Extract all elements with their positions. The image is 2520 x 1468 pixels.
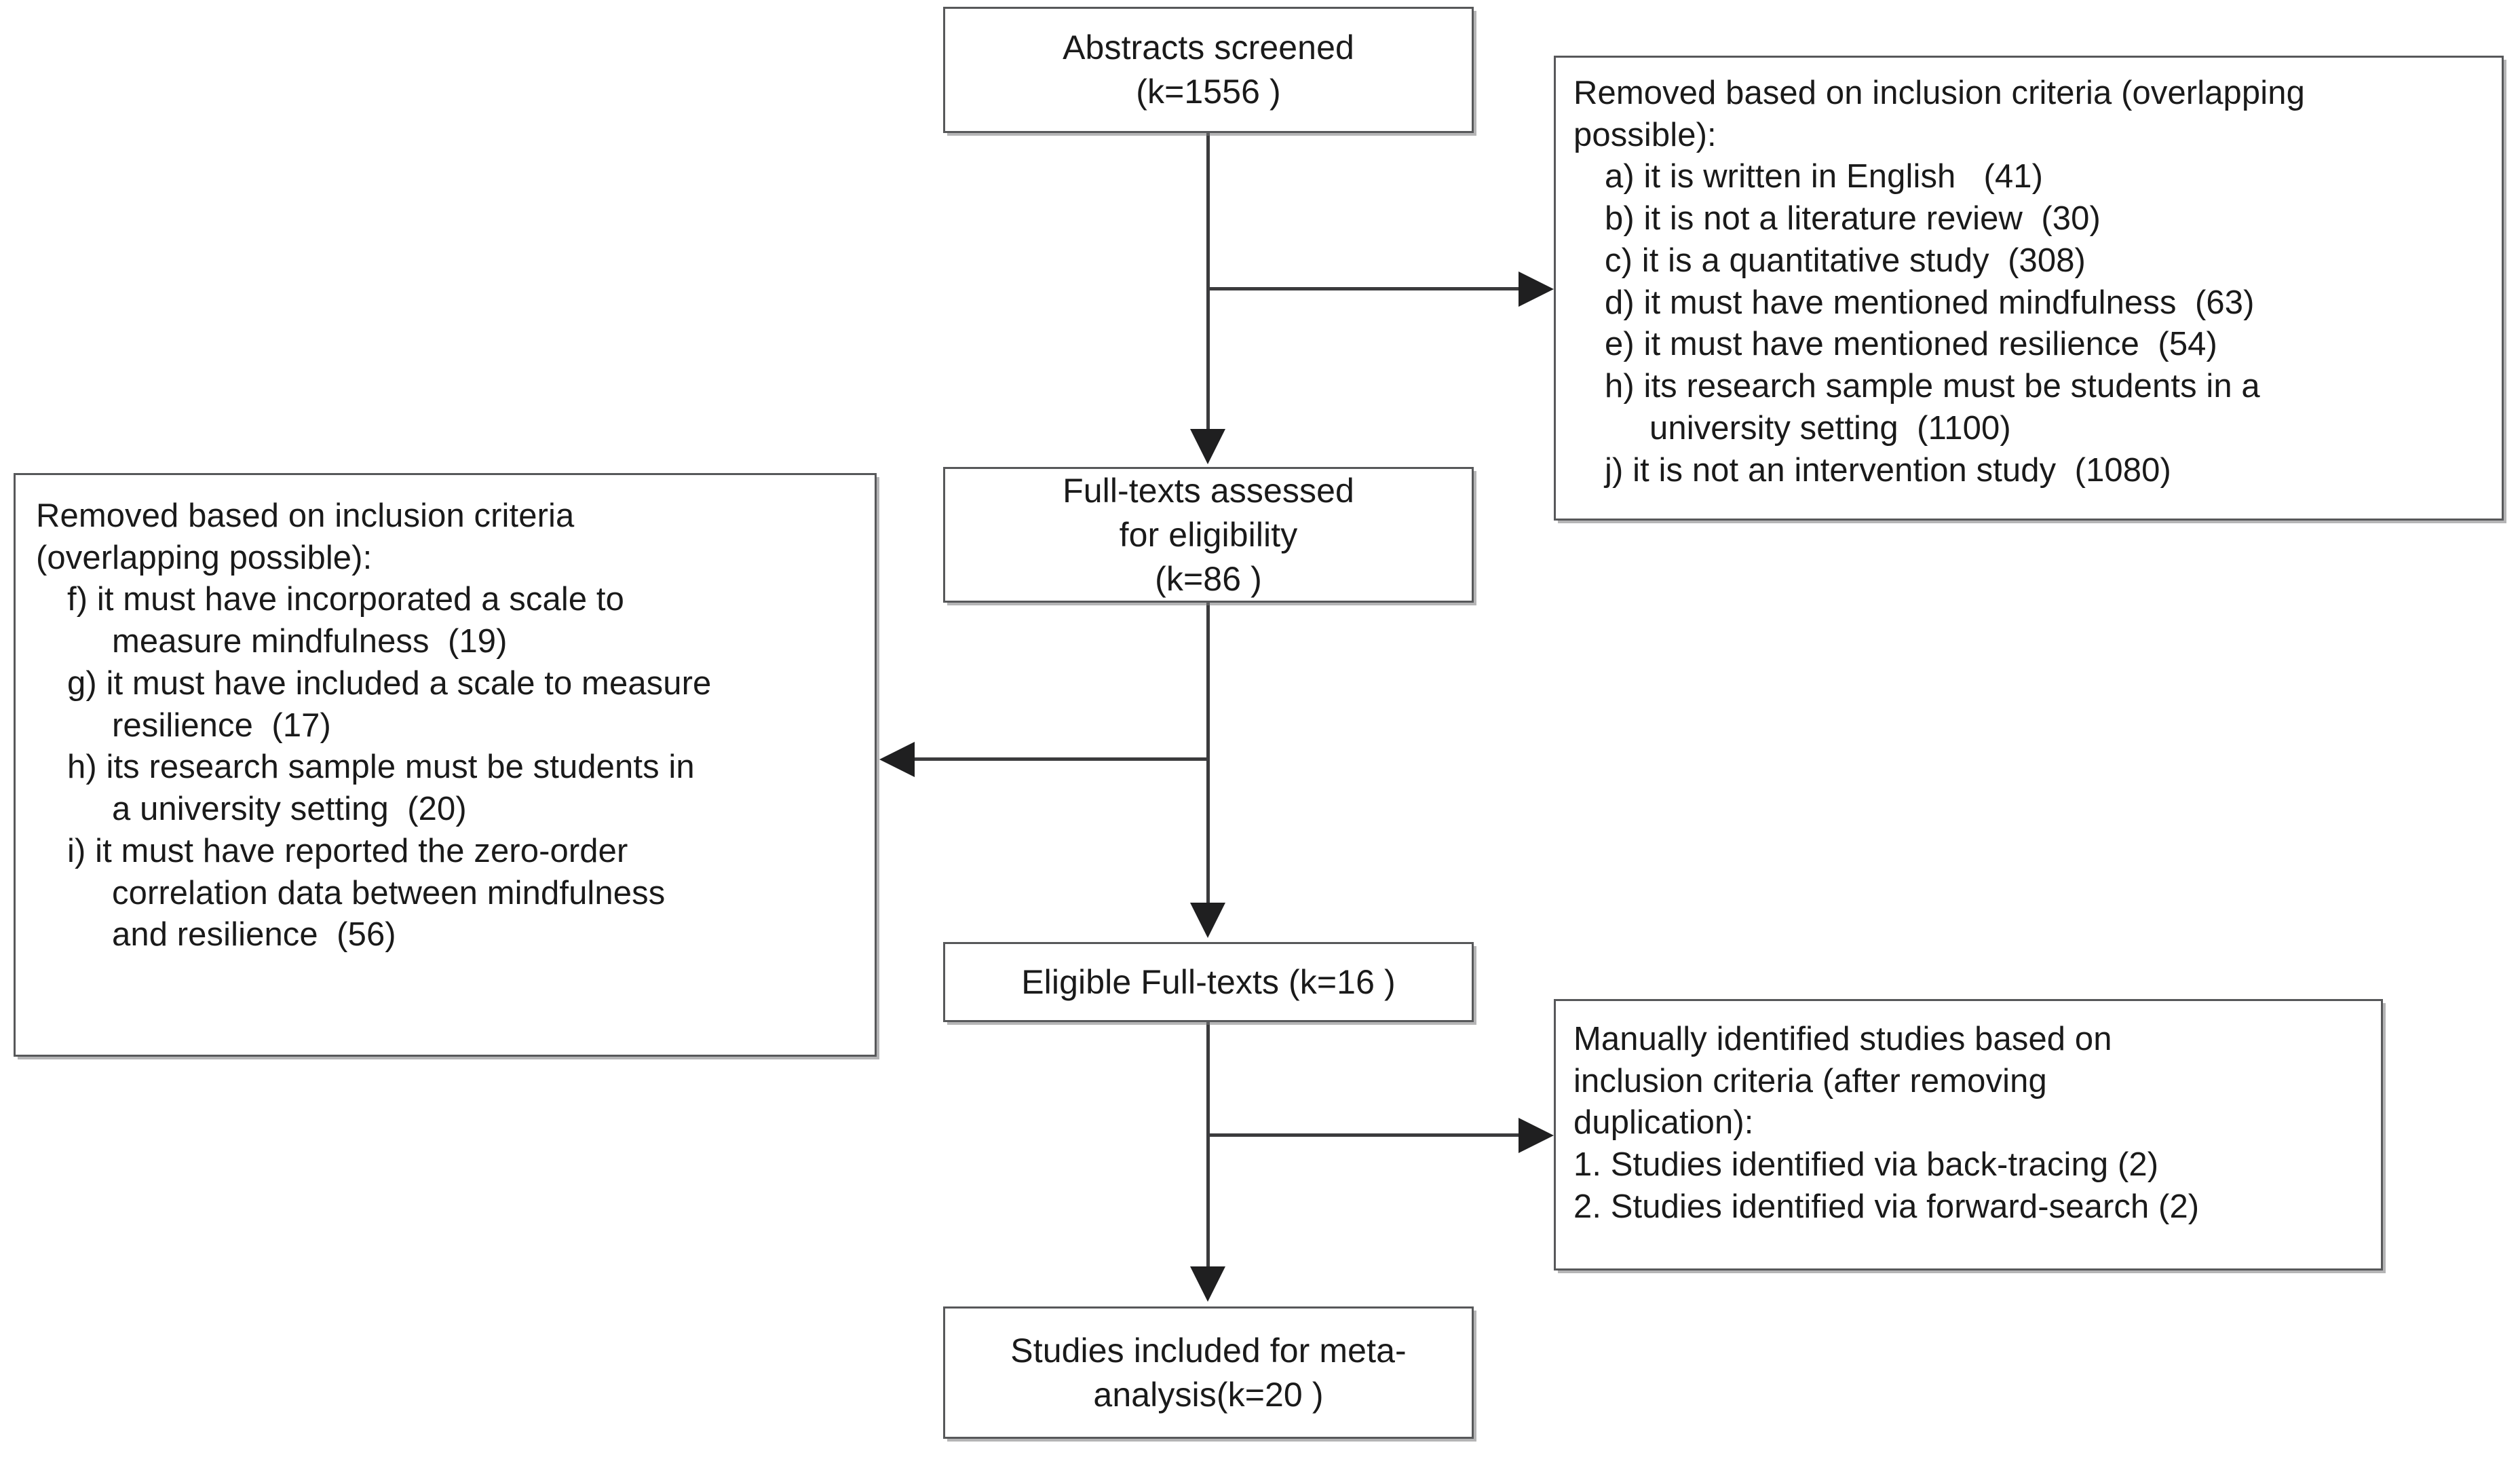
node-line: (k=1556 ) — [1136, 73, 1281, 111]
node-eligible-full-texts-body: Eligible Full-texts (k=16 ) — [945, 944, 1472, 1020]
node-removed-fulltext-stage[interactable]: Removed based on inclusion criteria (ove… — [14, 473, 877, 1057]
criterion-f-cont: measure mindfulness (19) — [112, 623, 508, 660]
arrowhead-fulltexts-to-removed-left — [879, 742, 915, 777]
node-studies-included-body: Studies included for meta- analysis(k=20… — [945, 1309, 1472, 1437]
connector-abstracts-to-removed-right — [1206, 287, 1524, 290]
node-line: Eligible Full-texts (k=16 ) — [1021, 962, 1396, 1001]
node-line: Studies included for meta- — [1010, 1331, 1407, 1370]
criterion-f: f) it must have incorporated a scale to — [67, 581, 624, 618]
criterion-d: d) it must have mentioned mindfulness (6… — [1605, 284, 2255, 321]
criterion-g: g) it must have included a scale to meas… — [67, 664, 712, 702]
manual-item-1: 1. Studies identified via back-tracing (… — [1573, 1146, 2159, 1184]
node-manually-identified-body: Manually identified studies based on inc… — [1556, 1001, 2381, 1268]
criterion-e: e) it must have mentioned resilience (54… — [1605, 326, 2217, 363]
node-line: Abstracts screened — [1063, 29, 1354, 67]
node-heading-line: Removed based on inclusion criteria (ove… — [1573, 75, 2305, 111]
node-removed-abstract-stage-body: Removed based on inclusion criteria (ove… — [1556, 58, 2502, 519]
arrowhead-fulltexts-to-eligible — [1190, 903, 1225, 938]
connector-eligible-to-included — [1206, 1022, 1210, 1268]
connector-fulltexts-to-eligible — [1206, 603, 1210, 903]
node-line: analysis(k=20 ) — [1093, 1375, 1324, 1414]
node-eligible-full-texts[interactable]: Eligible Full-texts (k=16 ) — [943, 942, 1474, 1022]
node-full-texts-assessed[interactable]: Full-texts assessed for eligibility (k=8… — [943, 467, 1474, 603]
connector-fulltexts-to-removed-left — [909, 757, 1208, 761]
node-heading-line: (overlapping possible): — [36, 539, 373, 576]
node-heading-line: possible): — [1573, 116, 1717, 153]
node-line: (k=86 ) — [1155, 559, 1262, 598]
node-line: for eligibility — [1119, 515, 1298, 554]
arrowhead-abstracts-to-fulltexts — [1190, 429, 1225, 464]
node-heading-line: Manually identified studies based on — [1573, 1021, 2112, 1057]
node-abstracts-screened-body: Abstracts screened (k=1556 ) — [945, 9, 1472, 131]
node-studies-included[interactable]: Studies included for meta- analysis(k=20… — [943, 1306, 1474, 1439]
arrowhead-eligible-to-included — [1190, 1266, 1225, 1302]
arrowhead-abstracts-to-removed-right — [1519, 271, 1554, 307]
criterion-h: h) its research sample must be students … — [1605, 368, 2260, 405]
criterion-i: i) it must have reported the zero-order — [67, 832, 628, 869]
criterion-i-cont2: and resilience (56) — [112, 916, 396, 954]
arrowhead-eligible-to-manual — [1519, 1118, 1554, 1153]
criterion-h: h) its research sample must be students … — [67, 749, 695, 786]
node-heading-line: inclusion criteria (after removing — [1573, 1062, 2047, 1099]
connector-eligible-to-manual — [1206, 1133, 1524, 1137]
criterion-h-cont: a university setting (20) — [112, 791, 467, 828]
node-heading-line: duplication): — [1573, 1104, 1754, 1142]
node-removed-fulltext-stage-body: Removed based on inclusion criteria (ove… — [16, 475, 875, 1055]
criterion-c: c) it is a quantitative study (308) — [1605, 242, 2086, 279]
node-removed-abstract-stage[interactable]: Removed based on inclusion criteria (ove… — [1554, 56, 2504, 521]
criterion-j: j) it is not an intervention study (1080… — [1605, 451, 2171, 489]
connector-abstracts-to-fulltexts — [1206, 133, 1210, 432]
criterion-g-cont: resilience (17) — [112, 707, 331, 744]
criterion-b: b) it is not a literature review (30) — [1605, 200, 2101, 238]
criterion-h-cont: university setting (1100) — [1649, 409, 2011, 447]
node-line: Full-texts assessed — [1063, 471, 1354, 510]
node-abstracts-screened[interactable]: Abstracts screened (k=1556 ) — [943, 7, 1474, 133]
node-full-texts-assessed-body: Full-texts assessed for eligibility (k=8… — [945, 469, 1472, 601]
criterion-i-cont1: correlation data between mindfulness — [112, 874, 666, 911]
manual-item-2: 2. Studies identified via forward-search… — [1573, 1188, 2200, 1225]
criterion-a: a) it is written in English (41) — [1605, 158, 2044, 195]
node-heading-line: Removed based on inclusion criteria — [36, 497, 575, 534]
node-manually-identified[interactable]: Manually identified studies based on inc… — [1554, 999, 2383, 1271]
